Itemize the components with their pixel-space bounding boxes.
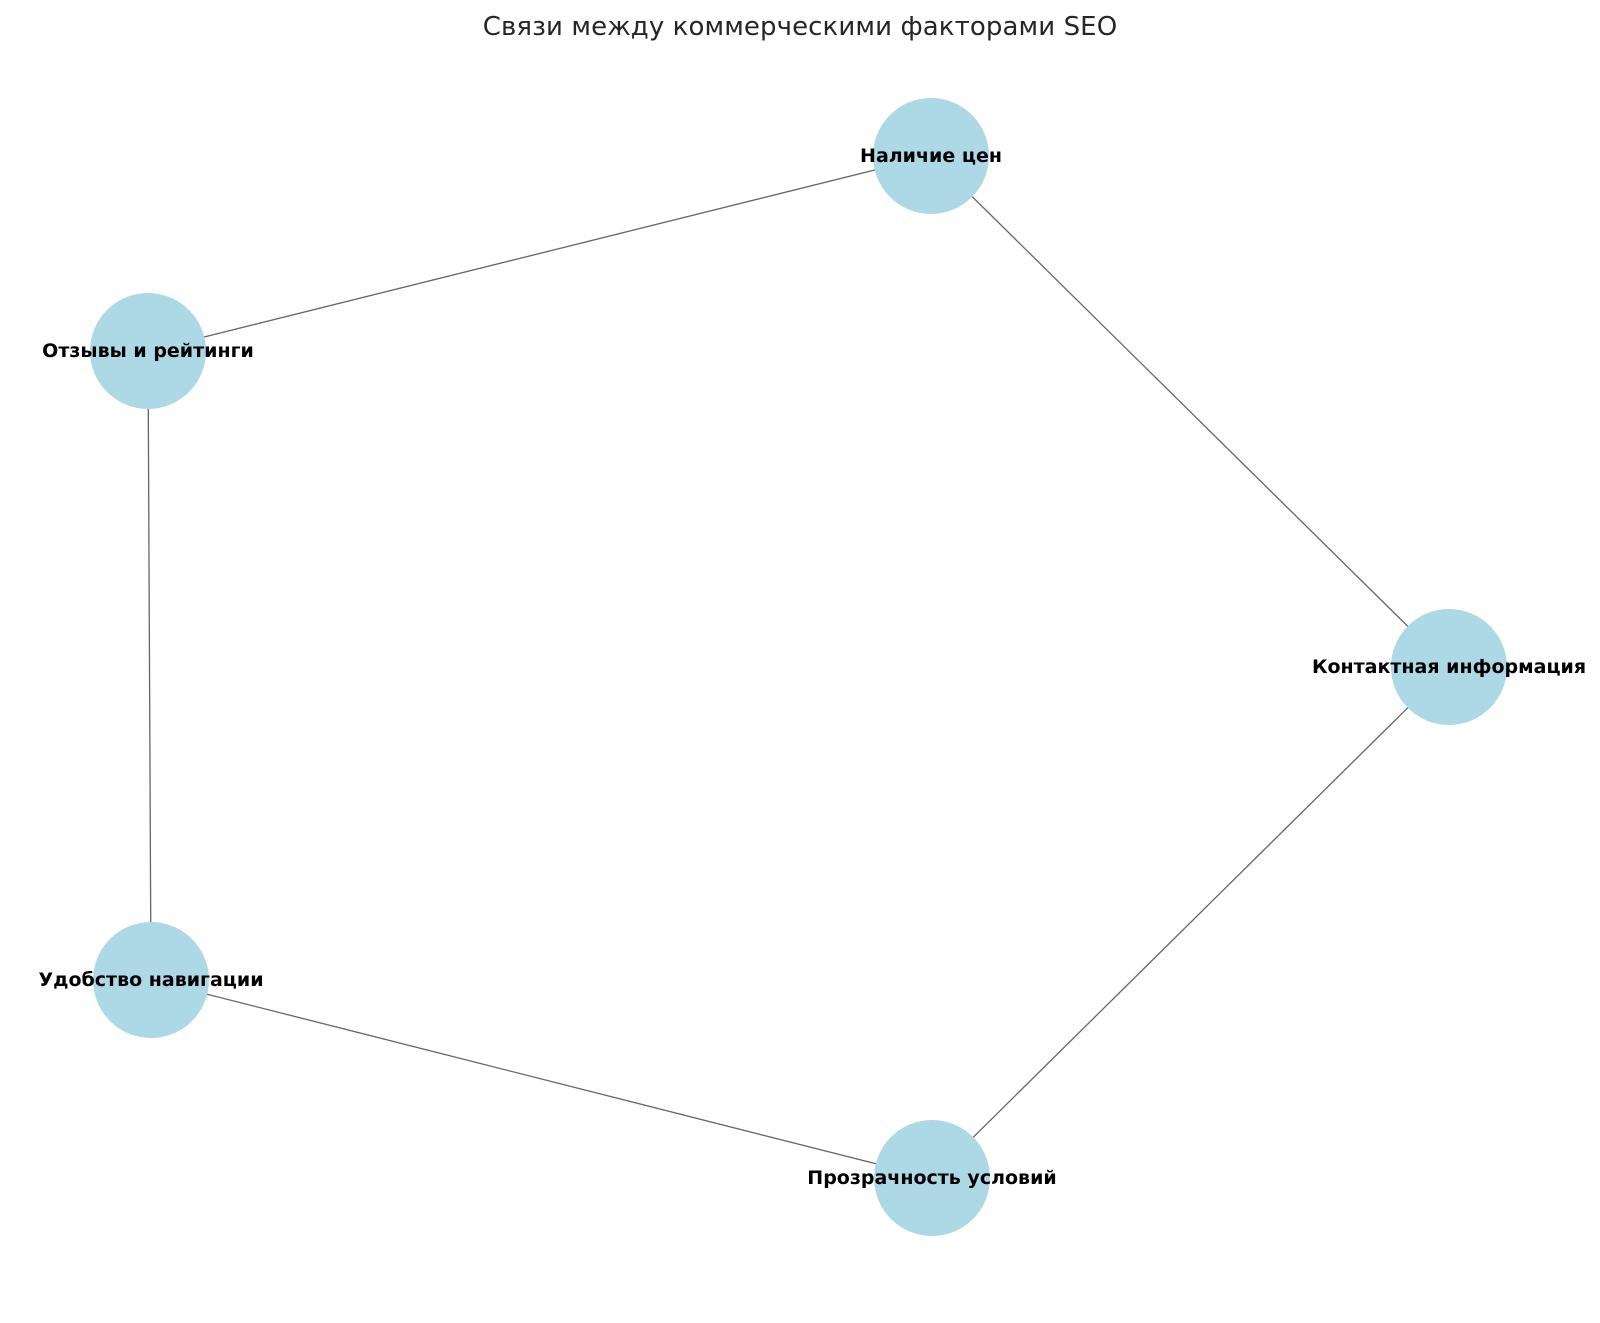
graph-node-navigation[interactable] (93, 922, 209, 1038)
graph-node-reviews[interactable] (90, 293, 206, 409)
edges-layer (147, 155, 1450, 1179)
page-title: Связи между коммерческими факторами SEO (482, 12, 1118, 42)
graph-edge (150, 979, 933, 1179)
graph-node-contacts[interactable] (1391, 609, 1507, 725)
graph-node-prices[interactable] (873, 98, 989, 214)
graph-node-terms[interactable] (874, 1120, 990, 1236)
graph-edge (147, 155, 932, 352)
graph-edge (931, 666, 1450, 1179)
graph-edge (930, 155, 1450, 668)
nodes-layer (90, 98, 1507, 1236)
graph-edge (147, 350, 152, 981)
